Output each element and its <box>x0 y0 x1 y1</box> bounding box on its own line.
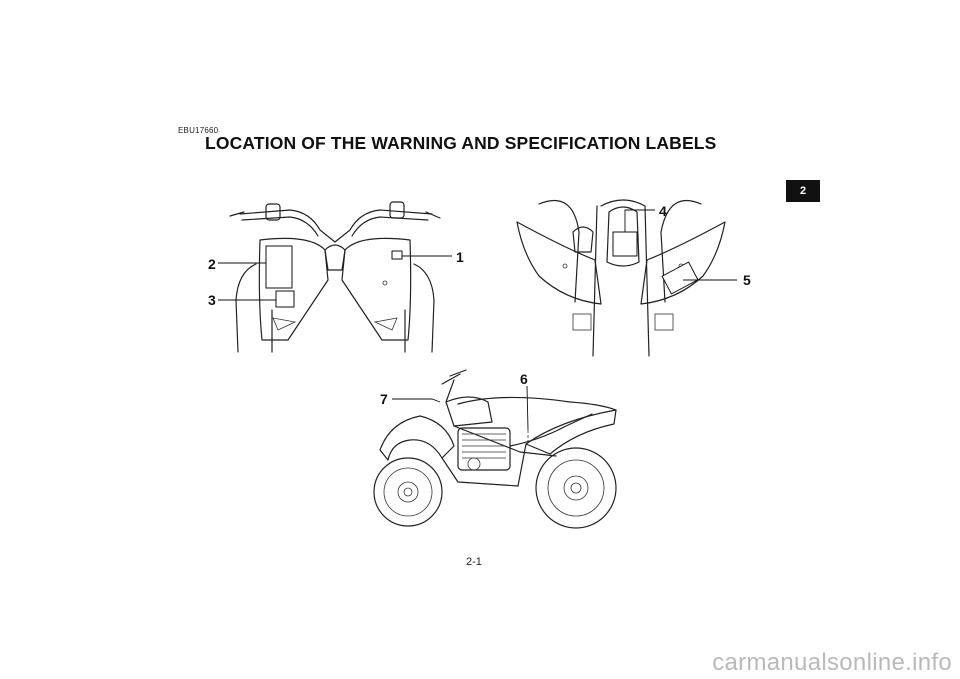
rear-fender <box>516 221 602 305</box>
callout-3: 3 <box>208 292 216 308</box>
rear-left-wheel <box>538 199 580 303</box>
engine <box>457 427 511 471</box>
callout-7: 7 <box>380 391 388 407</box>
rear-wheel <box>535 447 617 529</box>
callout-5: 5 <box>743 272 751 288</box>
label-3-box <box>275 290 295 308</box>
front-fender-side <box>379 415 455 461</box>
handlebar <box>239 209 433 243</box>
front-view-illustration: 2 3 1 <box>208 201 464 353</box>
callout-1: 1 <box>456 249 464 265</box>
watermark-text: carmanualsonline.info <box>712 649 952 676</box>
fuel-tank <box>445 396 493 427</box>
front-wheel <box>373 457 443 527</box>
label-5-box <box>661 261 699 295</box>
document-code: EBU17660 <box>178 126 219 135</box>
page-number: 2-1 <box>466 556 482 568</box>
front-left-wheel <box>235 263 257 353</box>
side-view-illustration: 7 6 <box>373 369 617 529</box>
rear-fender-side <box>525 409 617 455</box>
callout-2: 2 <box>208 256 216 272</box>
seat <box>592 199 650 357</box>
front-fender <box>258 237 329 341</box>
chapter-tab: 2 <box>786 180 820 202</box>
label-1-box <box>391 250 403 260</box>
label-2-box <box>265 245 293 289</box>
label-4-box <box>612 231 638 257</box>
callout-4: 4 <box>659 203 667 219</box>
rear-right-wheel <box>660 199 702 303</box>
rear-view-illustration: 4 5 <box>516 199 751 357</box>
page-title: LOCATION OF THE WARNING AND SPECIFICATIO… <box>205 133 717 153</box>
callout-6: 6 <box>520 371 528 387</box>
front-right-wheel <box>413 263 435 353</box>
